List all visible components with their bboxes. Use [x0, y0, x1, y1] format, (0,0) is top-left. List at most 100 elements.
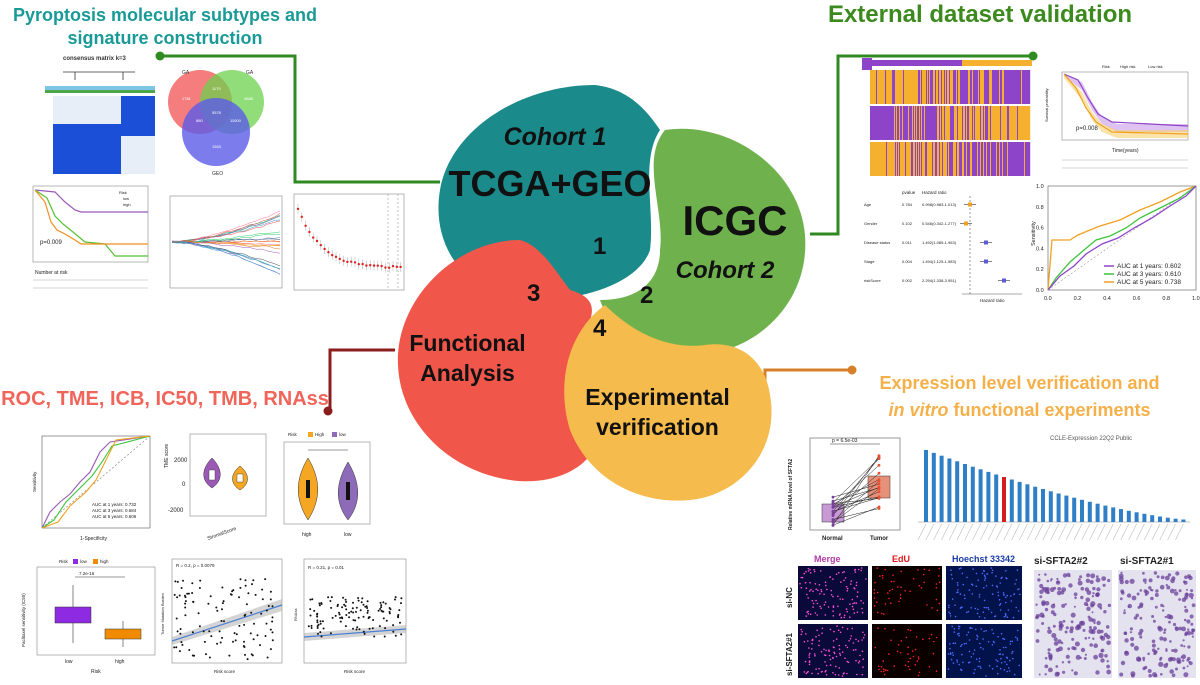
migrated-cell	[1100, 658, 1105, 663]
heatmap-cell	[901, 70, 903, 104]
cell-dot	[890, 602, 892, 604]
cell-dot	[818, 640, 820, 642]
cell-dot	[961, 643, 963, 646]
cell-dot	[857, 662, 860, 664]
rnass-point	[354, 619, 357, 622]
heatmap-cell	[907, 142, 909, 176]
heatmap-cell	[967, 106, 969, 140]
cell-dot	[824, 654, 827, 657]
tumor-point	[877, 456, 881, 460]
forest-row-name: Disease status	[864, 240, 890, 245]
km-tr-pval: p=0.008	[1076, 126, 1099, 132]
heatmap-cell	[1023, 106, 1025, 140]
migrated-cell	[1165, 662, 1169, 666]
migrated-cell	[1093, 626, 1097, 631]
cv-point	[391, 264, 395, 268]
heatmap-cell	[908, 142, 910, 176]
heatmap-cell	[995, 142, 997, 176]
heatmap-cell	[936, 142, 938, 176]
tmb-point	[216, 642, 219, 645]
heatmap-cell	[1025, 142, 1027, 176]
venn-value-5: 5578	[212, 110, 222, 115]
heatmap-cell	[934, 106, 936, 140]
heatmap-cell	[904, 142, 906, 176]
heatmap-cell	[917, 142, 919, 176]
rnass-point	[318, 604, 321, 607]
ccle-bar	[1080, 499, 1084, 522]
heatmap-cell	[907, 70, 909, 104]
heatmap-cell	[882, 70, 884, 104]
migrated-cell	[1126, 593, 1132, 598]
heatmap-cell	[964, 106, 966, 140]
heatmap-cell	[949, 70, 951, 104]
heatmap-cell	[1020, 106, 1022, 140]
migrated-cell	[1080, 586, 1085, 591]
cell-dot	[951, 578, 954, 580]
migrated-cell	[1175, 667, 1178, 671]
rnass-point	[368, 627, 371, 630]
heatmap-cell	[888, 70, 890, 104]
migrated-cell	[1041, 622, 1045, 625]
cell-dot	[1011, 650, 1014, 653]
heatmap-cell	[879, 142, 881, 176]
cell-dot	[881, 574, 884, 577]
roc-tr-xtick: 0.2	[1074, 296, 1082, 302]
migrated-cell	[1062, 670, 1066, 674]
cell-dot	[956, 661, 959, 663]
heatmap-cell	[874, 70, 876, 104]
cell-dot	[995, 575, 997, 577]
migrated-cell	[1160, 603, 1164, 607]
cell-dot	[826, 588, 828, 591]
ccle-bar	[1165, 517, 1170, 522]
forest-row-hr: 0.546(0.342-1.277)	[922, 221, 957, 226]
heatmap-cell	[1028, 70, 1030, 104]
heatmap-cell	[966, 70, 968, 104]
ccle-bar	[1009, 479, 1014, 522]
heatmap-cell	[906, 106, 908, 140]
rnass-point	[361, 597, 364, 600]
cv-point	[331, 253, 334, 257]
heatmap-cell	[1029, 142, 1031, 176]
forest-header-p: pvalue	[902, 190, 916, 195]
heatmap-cell	[1000, 70, 1002, 104]
heatmap-cell	[919, 142, 921, 176]
heatmap-cell	[1003, 142, 1005, 176]
migrated-cell	[1148, 673, 1152, 678]
ccle-tick-label	[980, 523, 989, 541]
heatmap-cell	[1017, 142, 1019, 176]
cell-dot	[876, 601, 878, 603]
heatmap-cell	[970, 106, 972, 140]
heatmap-cell	[901, 142, 903, 176]
heatmap-cell	[945, 106, 947, 140]
heatmap-cell	[979, 106, 981, 140]
heatmap-cell	[1025, 70, 1027, 104]
cell-dot	[974, 607, 977, 610]
heatmap-cell	[1012, 106, 1014, 140]
cell-dot	[889, 589, 891, 592]
cell-dot	[838, 644, 841, 647]
migrated-cell	[1039, 589, 1044, 594]
cell-dot	[961, 606, 963, 608]
heatmap-cell	[915, 106, 917, 140]
heatmap-cell	[911, 142, 913, 176]
migrated-cell	[1089, 580, 1094, 584]
cell-dot	[970, 583, 973, 585]
tmb-stat: R = 0.2, p = 0.0079	[176, 563, 215, 568]
cv-point	[395, 265, 398, 269]
cell-dot	[983, 599, 986, 602]
cell-dot	[813, 653, 816, 655]
cell-dot	[832, 640, 835, 642]
edu-header-hoechst: Hoechst 33342	[952, 554, 1015, 564]
tmb-point	[186, 592, 189, 595]
cell-dot	[862, 637, 865, 639]
migrated-cell	[1142, 578, 1147, 583]
lasso-path	[171, 213, 281, 243]
cell-dot	[909, 629, 912, 632]
cell-dot	[811, 648, 813, 650]
heatmap-cell	[916, 70, 918, 104]
cell-dot	[804, 581, 807, 584]
lasso-path	[171, 220, 281, 243]
lasso-cv-plot	[288, 188, 408, 303]
cell-dot	[1011, 652, 1013, 654]
rnass-point	[338, 613, 341, 616]
